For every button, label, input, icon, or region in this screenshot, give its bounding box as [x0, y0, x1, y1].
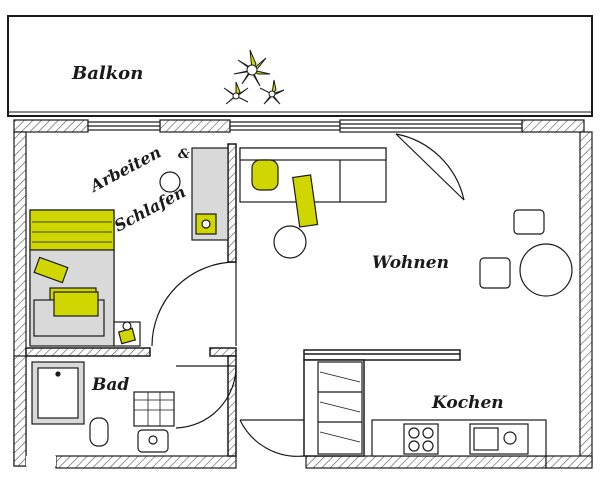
label-kochen: Kochen [431, 393, 504, 413]
kitchen-counter [317, 361, 547, 457]
label-bad: Bad [91, 375, 129, 395]
balcony [7, 15, 593, 117]
dining-set [479, 209, 573, 297]
label-balkon: Balkon [71, 63, 143, 84]
stove-icon [403, 423, 439, 455]
bed [29, 209, 115, 347]
plant-icon [223, 49, 285, 105]
pouf [273, 225, 307, 259]
label-arbeiten: Arbeiten [85, 142, 164, 196]
label-schlafen: Schlafen [111, 182, 189, 235]
label-ampersand: & [178, 147, 190, 162]
sofa [239, 147, 387, 228]
doors [151, 133, 465, 457]
sink-icon [469, 423, 529, 455]
desk [159, 147, 229, 241]
label-wohnen: Wohnen [372, 253, 449, 273]
nightstand [113, 321, 141, 347]
bathroom-fixtures [31, 361, 175, 453]
walls [13, 119, 593, 469]
